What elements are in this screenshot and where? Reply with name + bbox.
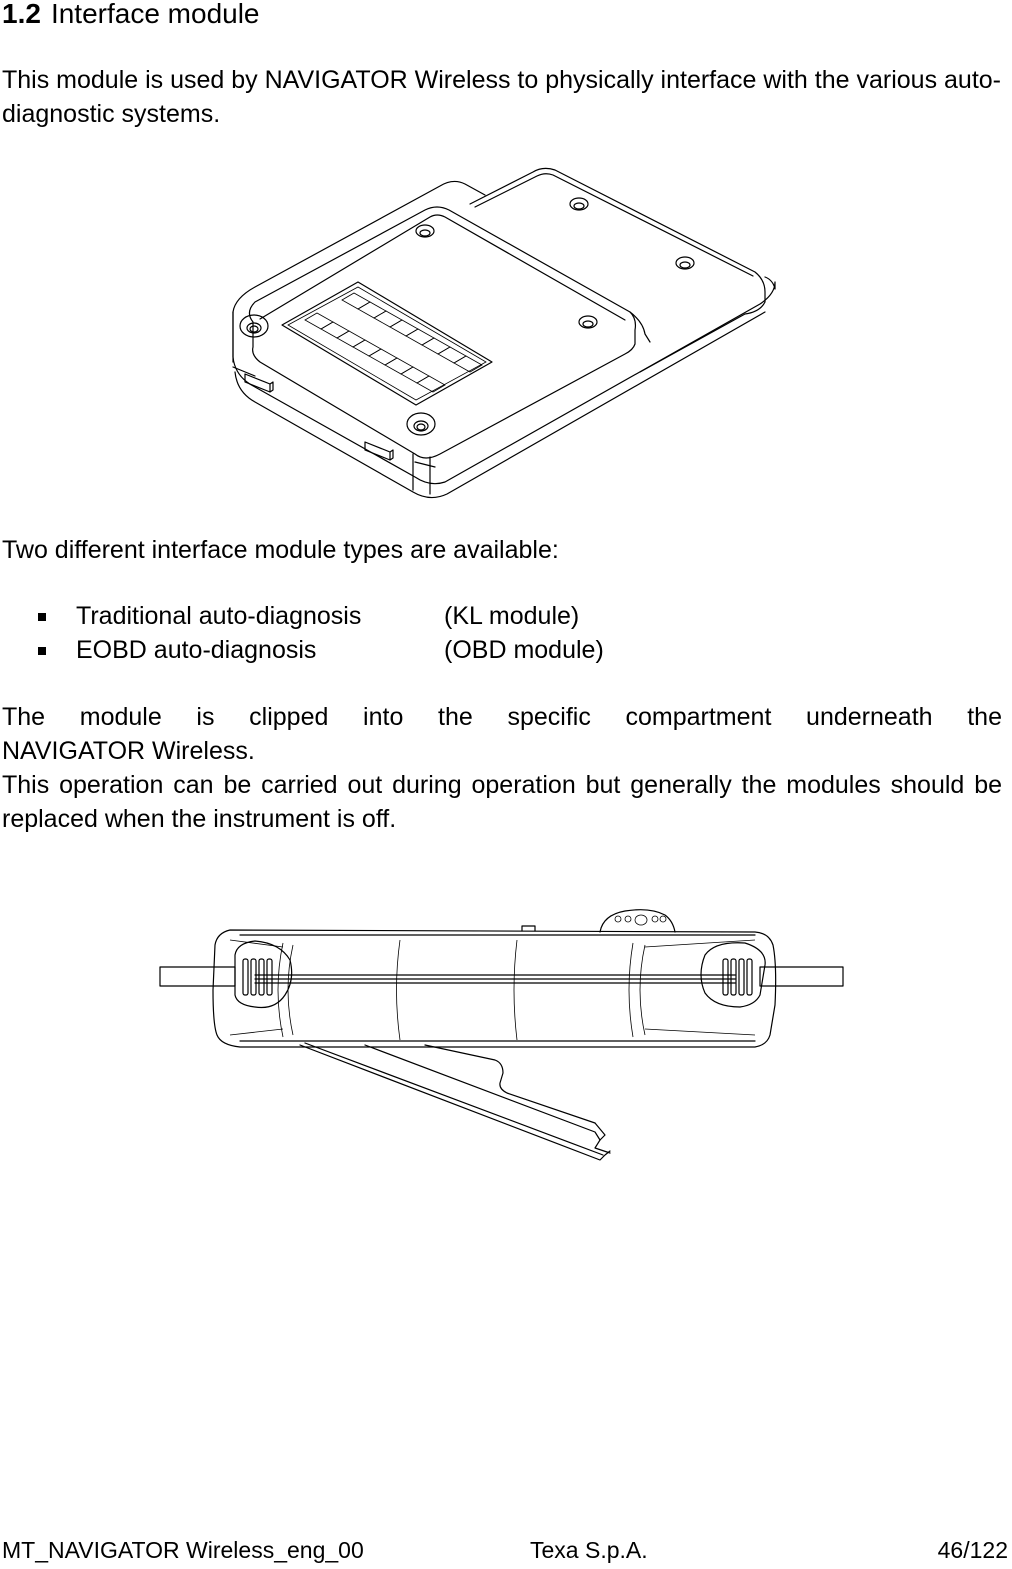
section-title: Interface module (50, 0, 260, 29)
section-heading: 1.2 Interface module (2, 0, 260, 32)
intro-paragraph: This module is used by NAVIGATOR Wireles… (2, 66, 1001, 128)
section-number: 1.2 (2, 0, 41, 29)
clip-paragraph-line2: NAVIGATOR Wireless. (2, 737, 255, 765)
navigator-side-view-with-clip-illustration (159, 909, 844, 1161)
bullet-square-icon (38, 613, 46, 621)
footer-document-id: MT_NAVIGATOR Wireless_eng_00 (2, 1537, 364, 1563)
types-intro-paragraph: Two different interface module types are… (2, 536, 559, 564)
list-item: Traditional auto-diagnosis (KL module) (38, 599, 604, 633)
clip-paragraph-line1: The module is clipped into the specific … (2, 703, 1002, 731)
module-type-name: (KL module) (444, 602, 580, 630)
list-item: EOBD auto-diagnosis (OBD module) (38, 633, 604, 667)
module-types-list: Traditional auto-diagnosis (KL module) E… (38, 599, 604, 667)
module-type-label: EOBD auto-diagnosis (76, 636, 317, 664)
footer-page-number: 46/122 (937, 1537, 1008, 1563)
module-type-name: (OBD module) (444, 636, 604, 664)
interface-module-illustration (232, 167, 776, 499)
module-type-label: Traditional auto-diagnosis (76, 602, 362, 630)
operation-paragraph: This operation can be carried out during… (2, 771, 1002, 833)
bullet-square-icon (38, 647, 46, 655)
footer-company: Texa S.p.A. (530, 1537, 648, 1563)
